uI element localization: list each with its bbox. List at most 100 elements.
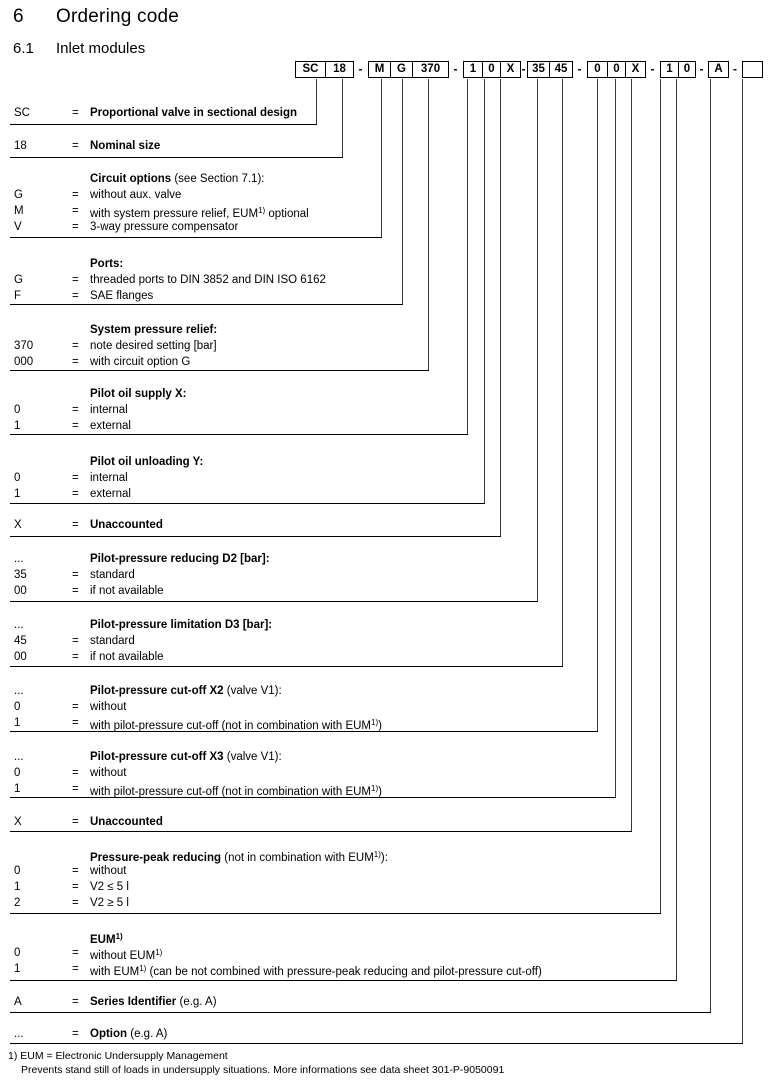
code-row-line: 370=note desired setting [bar] — [10, 338, 429, 354]
connector-vline — [562, 79, 563, 666]
code-row-option: ...=Option (e.g. A) — [10, 1026, 743, 1044]
code-description: without — [90, 765, 616, 781]
equals-sign — [72, 551, 90, 567]
section-number: 6 — [13, 6, 24, 27]
description-segment: threaded ports to DIN 3852 and DIN ISO 6… — [90, 274, 326, 286]
description-segment: without — [90, 701, 127, 713]
description-segment: with EUM — [90, 966, 140, 978]
equals-sign: = — [72, 881, 79, 893]
equals-sign: = — [72, 865, 79, 877]
code-row-unaccounted-2: X=Unaccounted — [10, 814, 632, 832]
code-value — [14, 322, 72, 338]
code-description: external — [90, 418, 468, 434]
code-row-line: 00=if not available — [10, 583, 538, 599]
code-description: Proportional valve in sectional design — [90, 105, 317, 121]
connector-vline — [402, 79, 403, 304]
code-separator: - — [699, 62, 704, 76]
subsection-number: 6.1 — [13, 40, 34, 57]
code-description: V2 ≥ 5 l — [90, 895, 661, 911]
description-segment: Nominal size — [90, 140, 161, 152]
code-row-line: ...Pilot-pressure cut-off X3 (valve V1): — [10, 749, 616, 765]
connector-vline — [537, 79, 538, 601]
code-box: A — [708, 61, 729, 78]
code-box: X — [500, 61, 521, 78]
description-segment: Circuit options — [90, 173, 175, 185]
code-description: Pilot-pressure cut-off X2 (valve V1): — [90, 683, 598, 699]
description-segment: (can be not combined with pressure-peak … — [146, 966, 542, 978]
code-box: 0 — [482, 61, 501, 78]
code-row-line: 0=without — [10, 699, 598, 715]
description-segment: Pilot-pressure limitation D3 [bar]: — [90, 619, 273, 631]
code-row-line: M=with system pressure relief, EUM1) opt… — [10, 203, 382, 220]
code-separator: - — [521, 62, 526, 76]
code-value: 0 — [14, 701, 21, 713]
code-description: without — [90, 699, 598, 715]
code-row-pilot-pressure-reducing-d2: ...Pilot-pressure reducing D2 [bar]:35=s… — [10, 551, 538, 602]
code-box: 1 — [463, 61, 483, 78]
code-description: Option (e.g. A) — [90, 1026, 743, 1042]
equals-sign: = — [72, 274, 79, 286]
footnote-ref: 1) — [155, 948, 163, 957]
code-description: with pilot-pressure cut-off (not in comb… — [90, 781, 616, 800]
code-row-line: EUM1) — [10, 929, 677, 946]
description-segment: Proportional valve in sectional design — [90, 107, 298, 119]
code-value: 1 — [14, 783, 21, 795]
code-separator: - — [650, 62, 655, 76]
code-description: if not available — [90, 583, 538, 599]
code-row-line: V=3-way pressure compensator — [10, 219, 382, 235]
code-value: F — [14, 290, 22, 302]
footnote-line-1: 1) EUM = Electronic Undersupply Manageme… — [8, 1050, 228, 1062]
code-value: 1 — [14, 881, 21, 893]
connector-vline — [676, 79, 677, 980]
description-segment: ) — [378, 786, 382, 798]
equals-sign — [72, 683, 90, 699]
description-segment: Pilot-pressure cut-off X2 — [90, 685, 227, 697]
code-description: Pilot-pressure cut-off X3 (valve V1): — [90, 749, 616, 765]
code-value — [14, 171, 72, 187]
description-segment: internal — [90, 404, 128, 416]
connector-vline — [484, 79, 485, 503]
description-segment: SAE flanges — [90, 290, 154, 302]
description-segment: if not available — [90, 651, 164, 663]
description-segment: ) — [378, 720, 382, 732]
code-row-line: SC=Proportional valve in sectional desig… — [10, 105, 317, 121]
description-segment: V2 ≥ 5 l — [90, 897, 129, 909]
connector-vline — [316, 79, 317, 124]
description-segment: if not available — [90, 585, 164, 597]
code-description: SAE flanges — [90, 288, 403, 304]
code-description: standard — [90, 567, 538, 583]
footnote-ref: 1) — [371, 784, 379, 793]
code-description: Series Identifier (e.g. A) — [90, 994, 711, 1010]
connector-vline — [615, 79, 616, 797]
equals-sign: = — [72, 897, 79, 909]
code-value: 00 — [14, 585, 27, 597]
code-description: threaded ports to DIN 3852 and DIN ISO 6… — [90, 272, 403, 288]
code-row-line: G=without aux. valve — [10, 187, 382, 203]
code-box: 18 — [325, 61, 354, 78]
code-value: 00 — [14, 651, 27, 663]
code-box: 0 — [607, 61, 626, 78]
description-segment: (valve V1): — [226, 751, 282, 763]
code-row-line: Ports: — [10, 256, 403, 272]
code-description: note desired setting [bar] — [90, 338, 429, 354]
code-value: G — [14, 274, 23, 286]
description-segment: without EUM — [90, 950, 156, 962]
code-row-pilot-pressure-cut-off-x3: ...Pilot-pressure cut-off X3 (valve V1):… — [10, 749, 616, 798]
code-row-line: ...=Option (e.g. A) — [10, 1026, 743, 1042]
code-row-line: ...Pilot-pressure cut-off X2 (valve V1): — [10, 683, 598, 699]
code-row-line: A=Series Identifier (e.g. A) — [10, 994, 711, 1010]
equals-sign — [72, 322, 90, 338]
description-segment: Unaccounted — [90, 519, 163, 531]
code-description: internal — [90, 470, 485, 486]
code-description: if not available — [90, 649, 563, 665]
equals-sign: = — [72, 947, 79, 959]
equals-sign: = — [72, 996, 79, 1008]
equals-sign: = — [72, 356, 79, 368]
equals-sign: = — [72, 472, 79, 484]
code-value: 1 — [14, 488, 21, 500]
code-row-line: Pilot oil supply X: — [10, 386, 468, 402]
code-box: 0 — [678, 61, 696, 78]
description-segment: (e.g. A) — [130, 1028, 168, 1040]
code-row-line: F=SAE flanges — [10, 288, 403, 304]
